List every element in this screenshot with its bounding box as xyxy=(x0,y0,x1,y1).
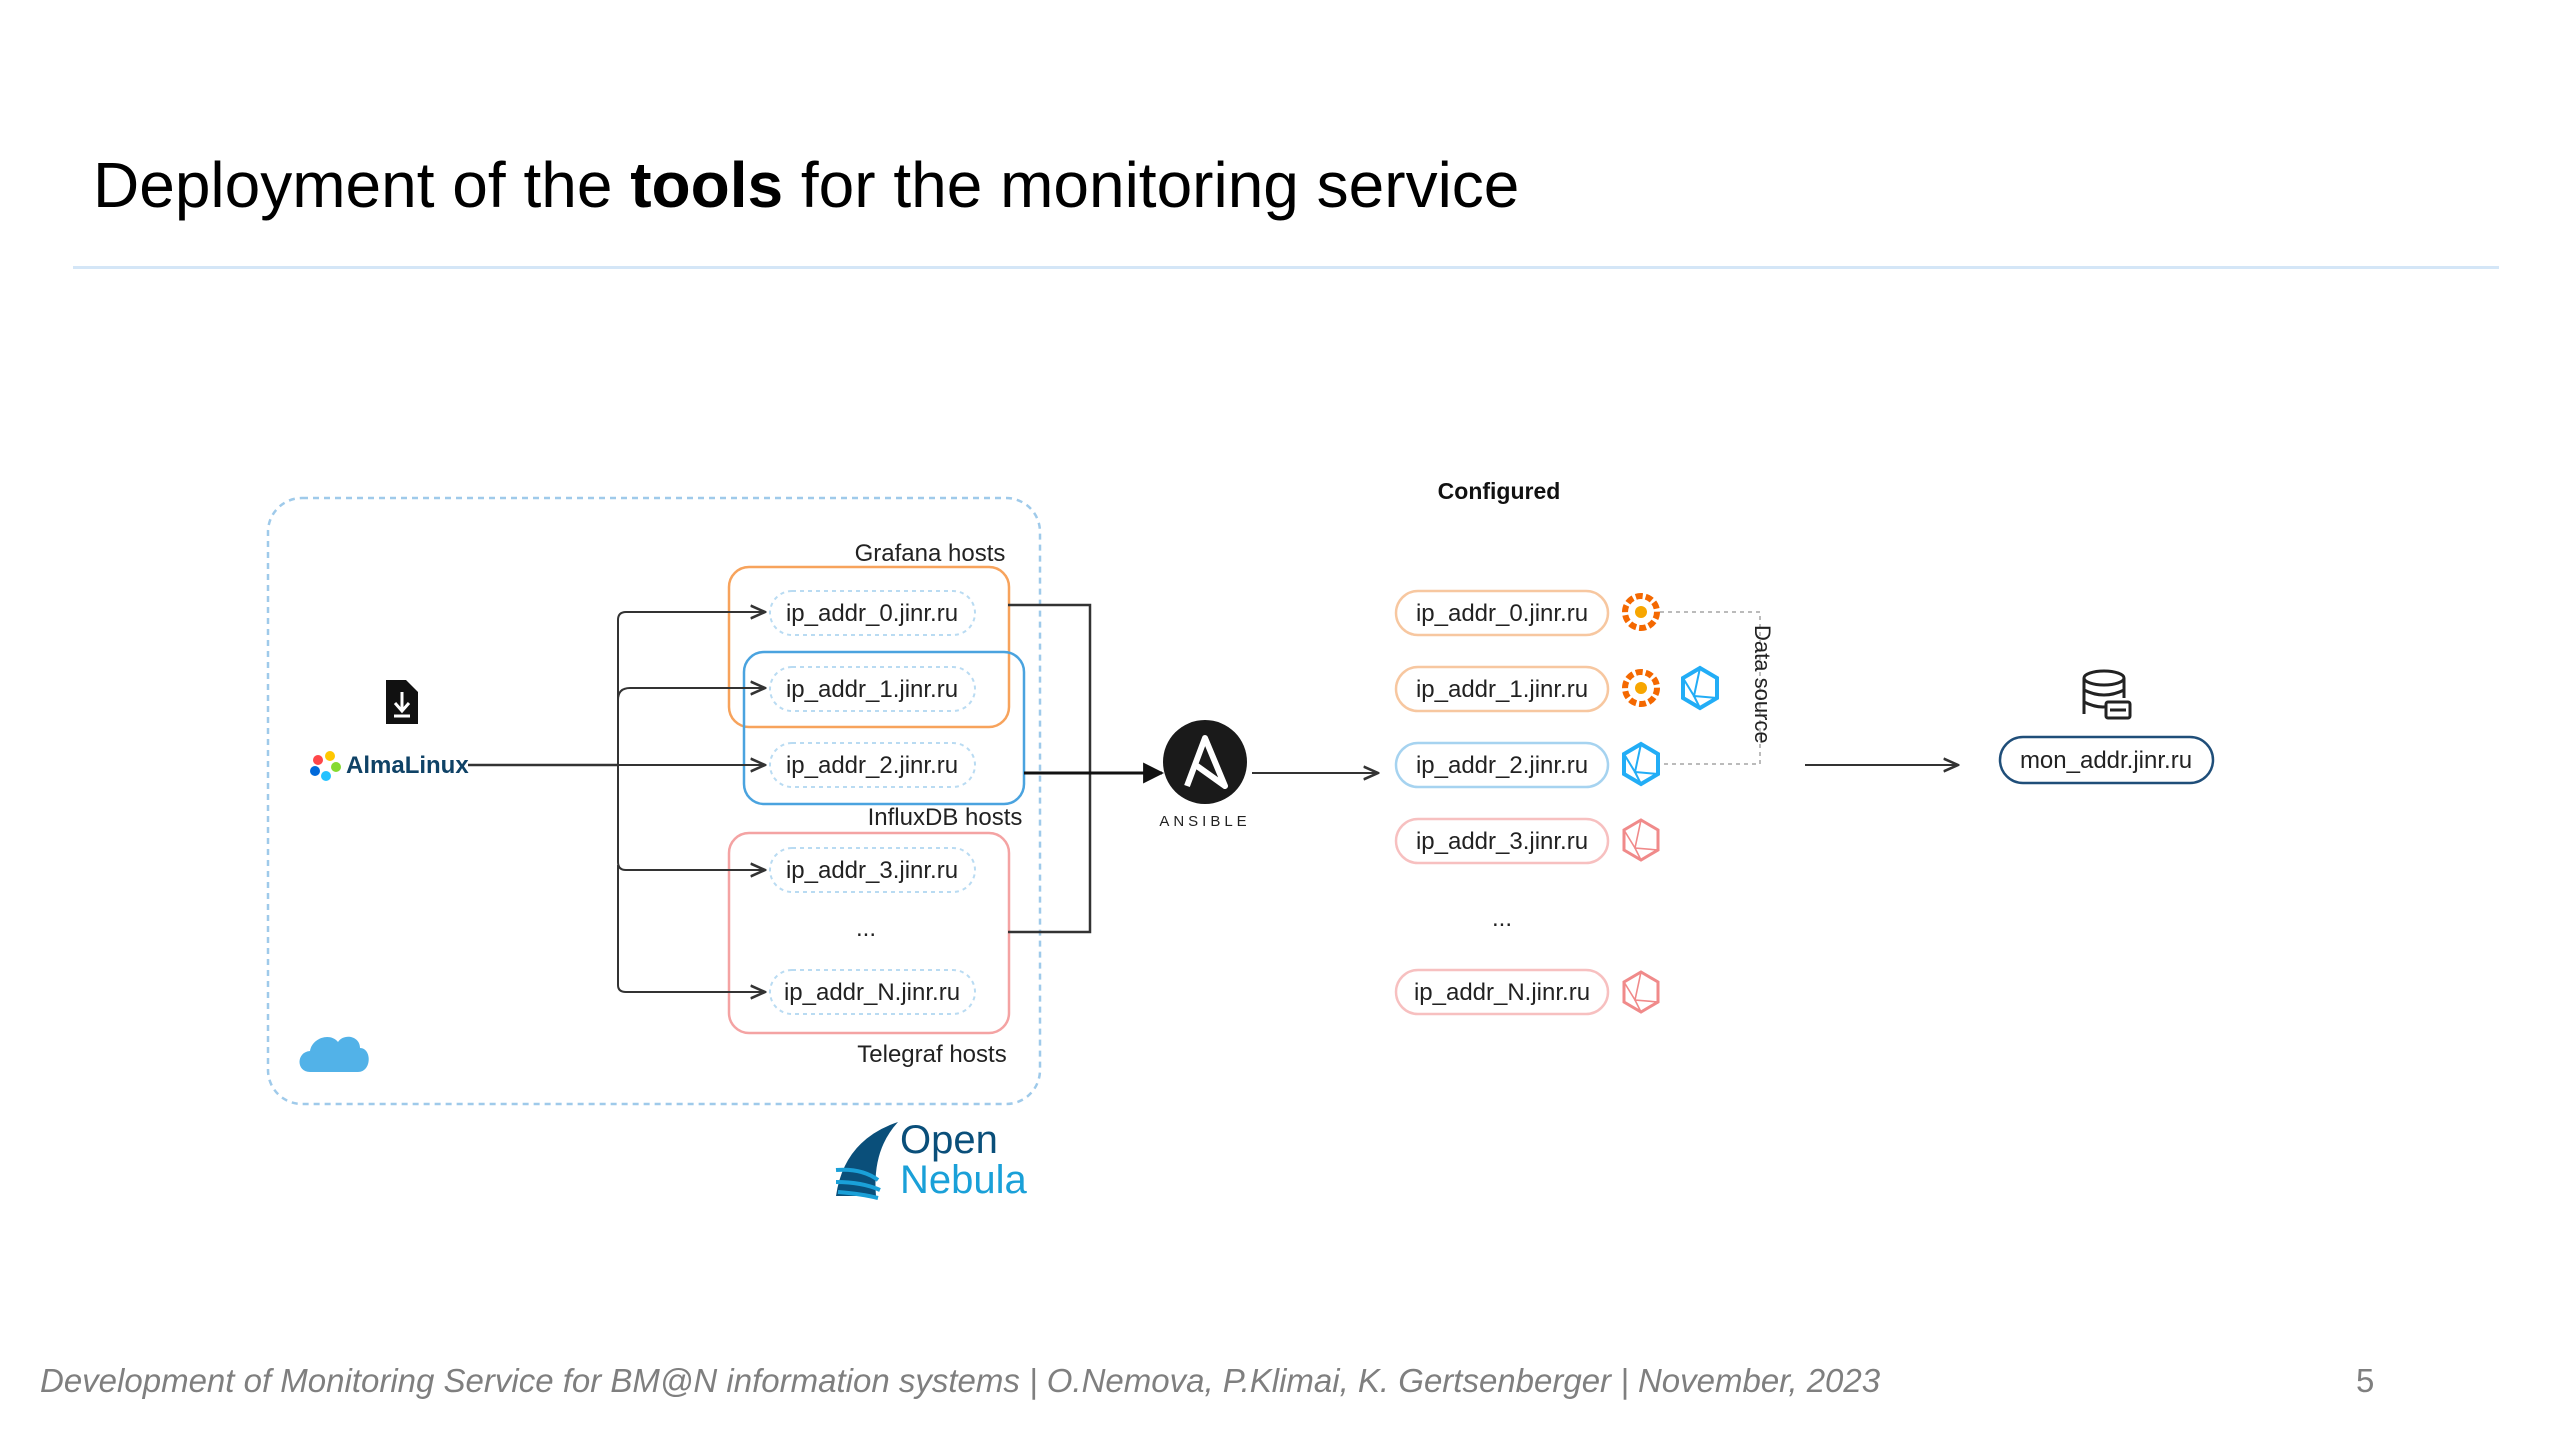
database-server-icon xyxy=(2082,669,2132,720)
grafana-hosts-group xyxy=(727,565,1011,729)
page-title: Deployment of the tools for the monitori… xyxy=(93,149,1520,221)
ansible-logo-icon xyxy=(1163,720,1247,804)
host-ip-addr-2: ip_addr_2.jinr.ru xyxy=(769,742,976,788)
opennebula-logo-icon xyxy=(835,1122,898,1200)
influxdb-hosts-label: InfluxDB hosts xyxy=(868,804,1023,831)
footer-text: Development of Monitoring Service for BM… xyxy=(40,1362,1881,1399)
merge-line-top xyxy=(1008,603,1092,773)
influxdb-icon xyxy=(1622,741,1660,787)
host-ip-addr-3: ip_addr_3.jinr.ru xyxy=(769,847,976,893)
grafana-icon xyxy=(1622,593,1660,631)
telegraf-icon xyxy=(1622,970,1660,1014)
opennebula-label-nebula: Nebula xyxy=(900,1158,1028,1202)
configured-host-3: ip_addr_3.jinr.ru xyxy=(1394,817,1610,865)
host-ip-addr-n: ip_addr_N.jinr.ru xyxy=(769,969,976,1015)
data-source-bracket xyxy=(1660,611,1761,765)
data-source-label: Data source xyxy=(1750,625,1775,744)
configured-title: Configured xyxy=(1438,478,1561,504)
branch-line-3 xyxy=(617,765,765,870)
svg-text:ip_addr_3.jinr.ru: ip_addr_3.jinr.ru xyxy=(786,857,958,884)
configured-host-n: ip_addr_N.jinr.ru xyxy=(1394,968,1610,1016)
hosts-ellipsis: ... xyxy=(856,915,876,942)
influxdb-icon xyxy=(1681,665,1719,711)
almalinux-label: AlmaLinux xyxy=(346,752,469,779)
svg-text:ip_addr_N.jinr.ru: ip_addr_N.jinr.ru xyxy=(784,979,960,1006)
svg-text:ip_addr_1.jinr.ru: ip_addr_1.jinr.ru xyxy=(786,676,958,703)
page-number: 5 xyxy=(2356,1362,2375,1399)
cloud-icon xyxy=(299,1036,369,1072)
opennebula-label-open: Open xyxy=(900,1118,998,1162)
monitoring-host: mon_addr.jinr.ru xyxy=(1998,735,2215,785)
configured-host-1: ip_addr_1.jinr.ru xyxy=(1394,665,1610,713)
host-ip-addr-1: ip_addr_1.jinr.ru xyxy=(769,666,976,712)
almalinux-logo-icon xyxy=(310,751,341,781)
branch-line-1 xyxy=(617,688,765,701)
branch-line-0 xyxy=(617,612,765,765)
host-ip-addr-0: ip_addr_0.jinr.ru xyxy=(769,590,976,636)
ansible-label: ANSIBLE xyxy=(1159,813,1250,830)
opennebula-cloud-frame xyxy=(266,496,1042,1106)
branch-line-n xyxy=(617,865,765,992)
configured-ellipsis: ... xyxy=(1492,905,1512,932)
title-divider xyxy=(73,266,2499,269)
svg-text:ip_addr_2.jinr.ru: ip_addr_2.jinr.ru xyxy=(1416,752,1588,779)
telegraf-hosts-label: Telegraf hosts xyxy=(857,1041,1006,1068)
svg-text:mon_addr.jinr.ru: mon_addr.jinr.ru xyxy=(2020,747,2192,774)
download-file-icon xyxy=(386,680,418,724)
telegraf-icon xyxy=(1622,818,1660,862)
merge-line-bottom xyxy=(1008,773,1092,934)
svg-text:ip_addr_0.jinr.ru: ip_addr_0.jinr.ru xyxy=(1416,600,1588,627)
svg-text:ip_addr_2.jinr.ru: ip_addr_2.jinr.ru xyxy=(786,752,958,779)
svg-text:ip_addr_N.jinr.ru: ip_addr_N.jinr.ru xyxy=(1414,979,1590,1006)
configured-host-2: ip_addr_2.jinr.ru xyxy=(1394,741,1610,789)
configured-host-0: ip_addr_0.jinr.ru xyxy=(1394,589,1610,637)
grafana-hosts-label: Grafana hosts xyxy=(855,540,1006,567)
influxdb-hosts-group xyxy=(742,650,1026,806)
svg-text:ip_addr_3.jinr.ru: ip_addr_3.jinr.ru xyxy=(1416,828,1588,855)
svg-text:ip_addr_0.jinr.ru: ip_addr_0.jinr.ru xyxy=(786,600,958,627)
grafana-icon xyxy=(1622,669,1660,707)
svg-text:ip_addr_1.jinr.ru: ip_addr_1.jinr.ru xyxy=(1416,676,1588,703)
